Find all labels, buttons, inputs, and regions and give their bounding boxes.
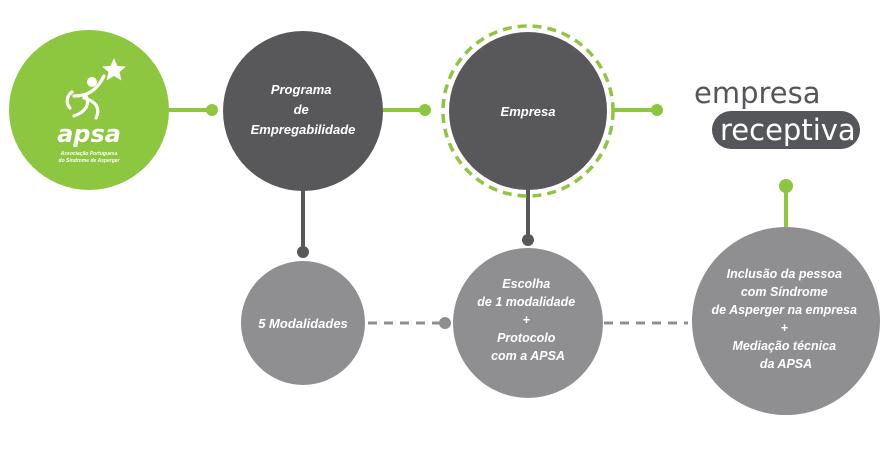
figure-icon — [65, 74, 106, 120]
star-icon — [102, 58, 126, 81]
brand-line1: empresa — [694, 76, 821, 110]
logo-wordmark: apsa — [57, 120, 121, 148]
connector-dot — [651, 104, 663, 116]
node-empresa-circle — [449, 32, 607, 190]
node-programa-circle — [223, 31, 383, 191]
connector-dot — [522, 234, 534, 246]
brand-logo: empresa receptiva — [694, 76, 860, 149]
logo-subtitle-line1: Associação Portuguesa — [60, 151, 118, 157]
node-inclusao-label: Inclusão da pessoa com Síndrome de Asper… — [712, 267, 861, 371]
connector-dot — [297, 246, 309, 258]
node-escolha-circle — [453, 248, 603, 398]
connector-dot — [206, 104, 218, 116]
apsa-logo: apsa Associação Portuguesa do Síndrome d… — [9, 30, 169, 190]
connector-dot — [419, 104, 431, 116]
connector-dot — [439, 317, 451, 329]
brand-line2: receptiva — [720, 113, 856, 147]
logo-subtitle-line2: do Síndrome de Asperger — [59, 158, 121, 164]
node-escolha-label: Escolha de 1 modalidade + Protocolo com … — [477, 277, 578, 363]
node-modalidades-circle — [241, 261, 365, 385]
brand-pill — [712, 111, 860, 149]
node-modalidades-label: 5 Modalidades — [258, 316, 348, 331]
node-empresa-ring — [441, 24, 615, 198]
node-empresa-label: Empresa — [501, 104, 556, 119]
node-programa-label: Programa de Empregabilidade — [251, 82, 356, 137]
node-inclusao-circle — [692, 227, 880, 415]
